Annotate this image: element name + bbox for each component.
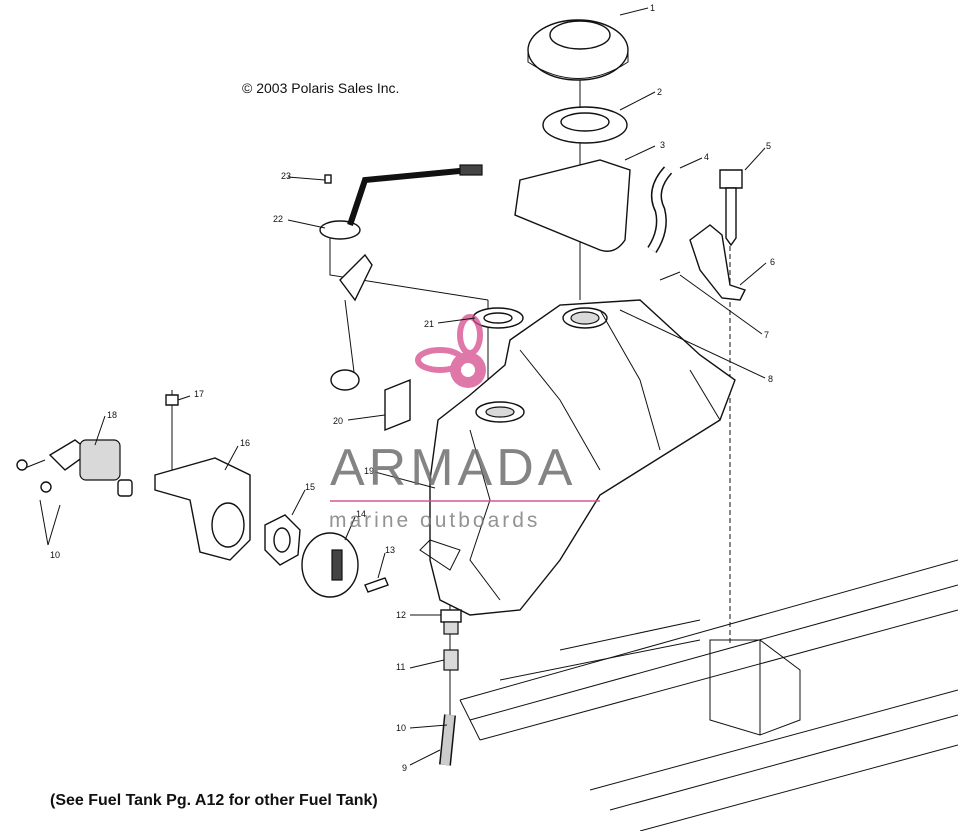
filter-clip: [165, 394, 179, 406]
watermark-underline: [330, 500, 600, 502]
watermark-brand: ARMADA: [330, 439, 577, 497]
sender-screw: [324, 174, 332, 184]
fuel-tank: [419, 299, 736, 616]
hose-clamps: [16, 459, 61, 546]
callout-21: 21: [424, 319, 434, 329]
hose-fitting: [443, 649, 459, 671]
callout-16: 16: [240, 438, 250, 448]
mount-bolt: [719, 169, 743, 247]
sender-guide-line: [329, 225, 489, 301]
leader-lines: [94, 7, 767, 766]
callout-14: 14: [356, 509, 366, 519]
callout-10-clamps: 10: [50, 550, 60, 560]
filter-cap: [301, 532, 359, 598]
cap-screw: [364, 577, 389, 593]
callout-8: 8: [768, 374, 773, 384]
callout-19: 19: [364, 466, 374, 476]
callout-10-hose: 10: [396, 723, 406, 733]
watermark-tagline: marine outboards: [329, 509, 541, 532]
footnote-text: (See Fuel Tank Pg. A12 for other Fuel Ta…: [50, 792, 378, 809]
fuel-hose: [439, 714, 456, 766]
tank-pad: [514, 159, 631, 252]
frame-rails: [459, 559, 958, 831]
lock-nut: [264, 514, 301, 566]
callout-12: 12: [396, 610, 406, 620]
callout-1: 1: [650, 3, 655, 13]
vent-hose: [647, 166, 673, 253]
callout-17: 17: [194, 389, 204, 399]
drain-fitting: [440, 609, 462, 635]
small-clip: [659, 271, 681, 281]
callout-6: 6: [770, 257, 775, 267]
copyright-text: © 2003 Polaris Sales Inc.: [242, 80, 400, 96]
watermark-emblem: [415, 314, 486, 388]
callout-2: 2: [657, 87, 662, 97]
tank-bracket: [689, 224, 746, 301]
cap-gasket: [542, 106, 628, 144]
callout-11: 11: [396, 662, 405, 672]
pump-bracket: [154, 457, 251, 561]
decal: [384, 378, 411, 432]
callout-numbers: 1 2 3 4 5 6 7 8 9 10 10 11 12 13 14 15 1…: [50, 3, 775, 773]
callout-4: 4: [704, 152, 709, 162]
callout-15: 15: [305, 482, 315, 492]
callout-23: 23: [281, 171, 291, 181]
fuel-sender: [319, 164, 483, 391]
fuel-filter: [19, 439, 133, 497]
callout-22: 22: [273, 214, 283, 224]
callout-3: 3: [660, 140, 665, 150]
callout-9: 9: [402, 763, 407, 773]
callout-20: 20: [333, 416, 343, 426]
callout-5: 5: [766, 141, 771, 151]
callout-7: 7: [764, 330, 769, 340]
callout-18: 18: [107, 410, 117, 420]
sender-gasket: [472, 307, 524, 329]
callout-13: 13: [385, 545, 395, 555]
fuel-cap: [527, 19, 629, 81]
